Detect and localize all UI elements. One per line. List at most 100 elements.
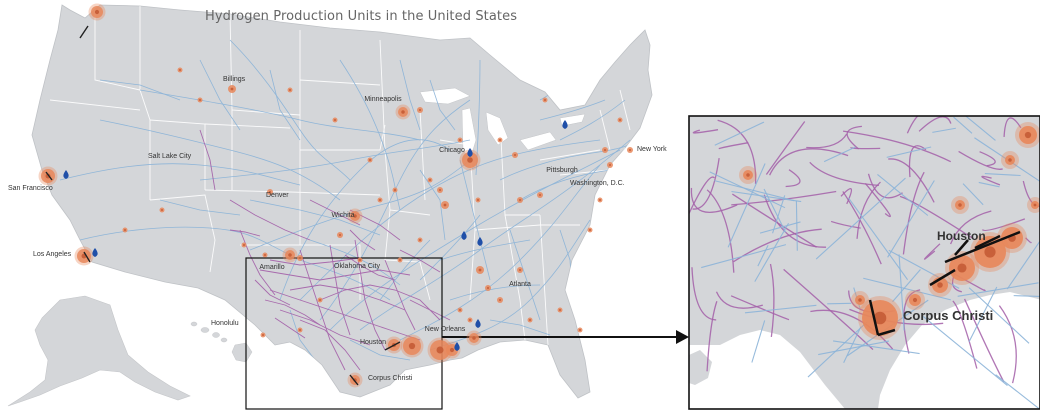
city-label-salt-lake-city: Salt Lake City (148, 153, 192, 160)
water-drop-icon (92, 248, 98, 257)
orange-circle-icon (177, 67, 183, 73)
orange-circle-icon (466, 330, 482, 346)
city-label-minneapolis: Minneapolis (364, 96, 402, 103)
orange-circle-icon (38, 166, 58, 186)
orange-circle-icon (337, 232, 343, 238)
orange-circle-icon (607, 162, 613, 168)
contiguous-us-landmass (31, 4, 653, 399)
orange-circle-icon (332, 117, 338, 123)
orange-circle-icon (739, 166, 757, 184)
orange-circle-icon (267, 189, 273, 195)
inset-label-corpus-christi: Corpus Christi (903, 308, 993, 323)
city-label-new-orleans: New Orleans (425, 326, 466, 333)
orange-circle-icon (457, 307, 463, 313)
orange-circle-icon (512, 152, 518, 158)
orange-circle-icon (241, 242, 247, 248)
city-label-los-angeles: Los Angeles (33, 251, 72, 258)
orange-circle-icon (400, 334, 424, 358)
natural-gas-pipelines (59, 39, 641, 361)
orange-circle-icon (557, 307, 563, 313)
orange-circle-icon (951, 196, 969, 214)
orange-circle-icon (617, 117, 623, 123)
orange-circle-icon (627, 147, 633, 153)
production-units (38, 3, 633, 388)
orange-circle-icon (587, 227, 593, 233)
orange-circle-icon (517, 267, 523, 273)
orange-circle-icon (417, 237, 423, 243)
orange-circle-icon (459, 149, 481, 171)
water-drop-icon (454, 342, 460, 351)
inset-pipelines (689, 116, 1040, 409)
city-label-oklahoma-city: Oklahoma City (334, 263, 380, 270)
orange-circle-icon (602, 147, 608, 153)
city-label-wichita: Wichita (332, 212, 355, 219)
city-label-houston: Houston (360, 339, 386, 346)
water-drop-icon (467, 148, 473, 157)
orange-circle-icon (317, 297, 323, 303)
orange-circle-icon (392, 187, 398, 193)
orange-circle-icon (537, 192, 543, 198)
city-label-pittsburgh: Pittsburgh (546, 167, 578, 174)
orange-circle-icon (497, 297, 503, 303)
orange-circle-icon (228, 85, 236, 93)
orange-circle-icon (1001, 151, 1019, 169)
orange-circle-icon (497, 137, 503, 143)
map-title: Hydrogen Production Units in the United … (205, 9, 518, 24)
orange-circle-icon (262, 252, 268, 258)
orange-circle-icon (441, 201, 449, 209)
city-label-corpus-christi: Corpus Christi (368, 375, 413, 382)
water-drop-icon (63, 170, 69, 179)
orange-circle-icon (858, 296, 902, 340)
orange-circle-icon (260, 332, 266, 338)
orange-circle-icon (88, 3, 106, 21)
orange-circle-icon (1015, 122, 1040, 148)
orange-circle-icon (427, 337, 453, 363)
orange-circle-icon (417, 107, 423, 113)
hawaii-islands (190, 321, 253, 363)
orange-circle-icon (946, 116, 954, 117)
orange-circle-icon (577, 327, 583, 333)
orange-circle-icon (597, 197, 603, 203)
orange-circle-icon (527, 317, 533, 323)
city-label-atlanta: Atlanta (509, 281, 531, 288)
orange-circle-icon (851, 291, 869, 309)
orange-circle-icon (287, 87, 293, 93)
orange-circle-icon (476, 266, 484, 274)
orange-circle-icon (377, 197, 383, 203)
city-label-billings: Billings (223, 76, 246, 83)
orange-circle-icon (297, 255, 303, 261)
water-drop-icon (475, 319, 481, 328)
orange-circle-icon (357, 257, 363, 263)
orange-circle-icon (395, 104, 411, 120)
inset-hawaii-like-island (689, 350, 712, 385)
orange-circle-icon (905, 290, 925, 310)
city-label-new-york: New York (637, 146, 667, 153)
orange-circle-icon (122, 227, 128, 233)
orange-circle-icon (74, 246, 94, 266)
alaska-landmass (7, 295, 191, 407)
city-label-chicago: Chicago (439, 147, 465, 154)
inset-land (689, 116, 1040, 409)
orange-circle-icon (397, 257, 403, 263)
water-drop-icon (461, 231, 467, 240)
water-drop-icon (477, 237, 483, 246)
city-label-washington-d-c-: Washington, D.C. (570, 180, 625, 187)
orange-circle-icon (159, 207, 165, 213)
water-markers (63, 120, 568, 351)
orange-circle-icon (347, 372, 363, 388)
inset-label-houston: Houston (937, 229, 986, 243)
city-label-denver: Denver (266, 192, 289, 199)
orange-circle-icon (475, 197, 481, 203)
orange-circle-icon (485, 285, 491, 291)
orange-circle-icon (542, 97, 548, 103)
city-label-san-francisco: San Francisco (8, 185, 53, 192)
orange-circle-icon (297, 327, 303, 333)
water-drop-icon (562, 120, 568, 129)
orange-circle-icon (1027, 197, 1040, 213)
city-label-honolulu: Honolulu (211, 320, 239, 327)
orange-circle-icon (367, 157, 373, 163)
orange-circle-icon (457, 137, 463, 143)
